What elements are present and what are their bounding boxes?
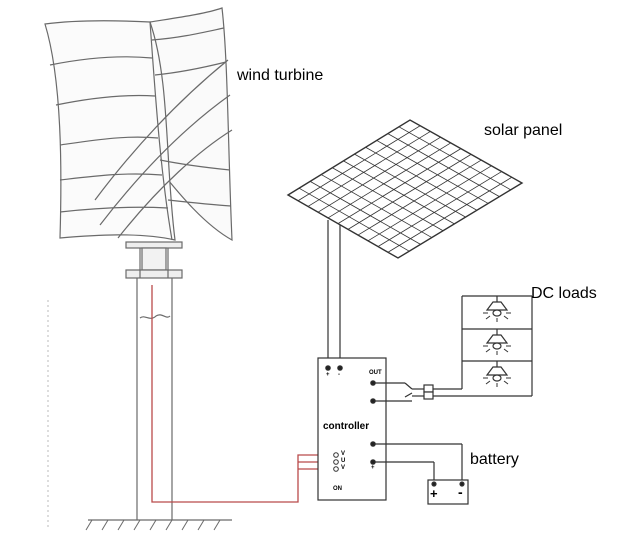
controller-wind-v2-label: V [341,465,346,471]
panel-grid-line [332,167,444,232]
panel-grid-line [367,165,492,242]
panel-grid-line [377,171,502,247]
panel-grid-line [354,153,466,218]
battery [375,443,469,505]
panel-grid-line [387,133,500,197]
controller-wind-v-label: V [341,451,346,457]
battery-minus-label: - [458,484,463,500]
controller-on-label: ON [333,486,342,492]
dc-load-lamp [483,361,511,387]
panel-grid-line [298,187,410,252]
dc-loads-label: DC loads [531,285,597,302]
controller-wind-u-label: U [341,458,346,464]
panel-grid-line [307,131,431,207]
battery-plus-label: + [430,486,438,501]
wind-turbine [44,7,233,531]
wind-wire [151,285,335,503]
panel-grid-line [343,160,455,225]
solar-panel [286,119,524,365]
load-wiring [375,296,533,402]
dc-loads [462,295,532,387]
panel-grid-line [365,146,478,211]
controller-out-label: OUT [369,370,382,376]
panel-grid-line [357,159,482,236]
controller-pv-minus-label: - [338,372,340,378]
panel-grid-line [321,174,433,238]
panel-grid-line [337,148,462,224]
panel-grid-line [309,181,421,245]
battery-label: battery [470,451,519,468]
solar-panel-label: solar panel [484,122,563,139]
panel-grid-line [317,136,441,213]
panel-grid-line [398,126,511,191]
panel-grid-line [347,154,472,230]
controller-label: controller [323,421,370,432]
panel-grid-line [376,140,489,204]
controller-batt-plus-label: + [371,465,375,471]
panel-grid-line [387,176,513,253]
wind-turbine-label: wind turbine [237,67,324,84]
controller-pv-plus-label: + [326,372,330,378]
panel-grid-line [327,142,451,219]
panel-grid-line [297,125,421,202]
controller-box [317,357,387,501]
dc-load-lamp [483,296,511,322]
dc-load-lamp [483,329,511,355]
